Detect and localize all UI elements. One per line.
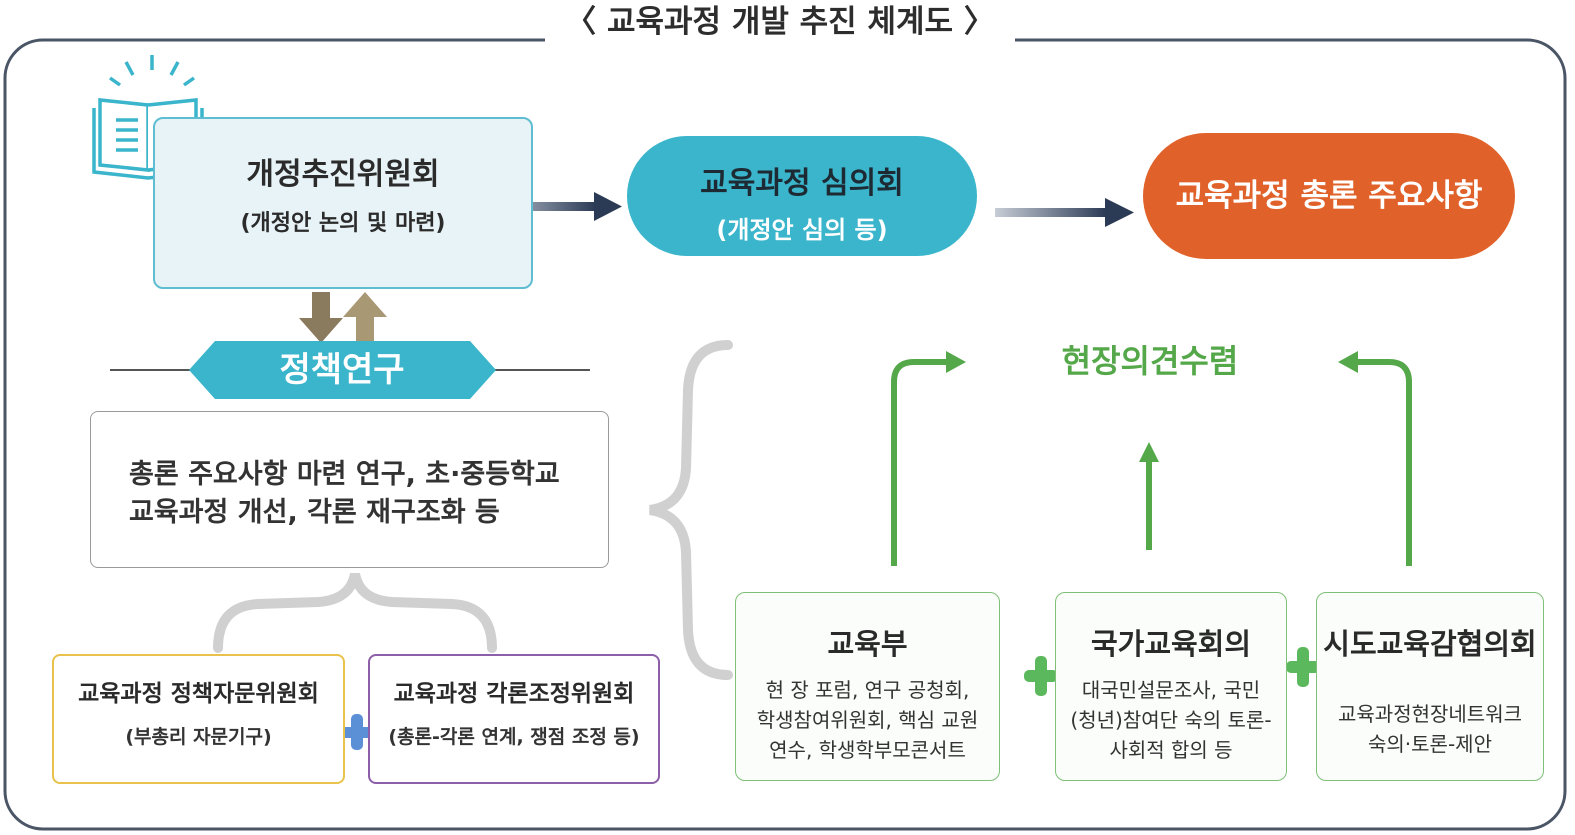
arrow-right-icon xyxy=(486,192,622,221)
arrow-down-icon xyxy=(299,292,343,343)
curriculum-council-pill: 교육과정 심의회 (개정안 심의 등) xyxy=(627,136,977,256)
arrow-up-icon xyxy=(343,292,387,343)
plus-icon xyxy=(1286,647,1320,687)
council-name: 교육과정 심의회 xyxy=(700,166,904,201)
brace-icon xyxy=(213,572,497,653)
advisory-name: 교육과정 정책자문위원회 xyxy=(78,681,319,707)
superintendents-council-box: 시도교육감협의회 교육과정현장네트워크 숙의·토론-제안 xyxy=(1316,592,1544,781)
plus-icon xyxy=(338,714,376,750)
subject-coordination-committee-box: 교육과정 각론조정위원회 (총론-각론 연계, 쟁점 조정 등) xyxy=(368,654,660,784)
national-education-council-box: 국가교육회의 대국민설문조사, 국민 (청년)참여단 숙의 토론- 사회적 합의… xyxy=(1055,592,1287,781)
curriculum-summary-pill: 교육과정 총론 주요사항 xyxy=(1143,133,1515,259)
source-name: 국가교육회의 xyxy=(1090,627,1252,661)
field-opinion-label: 현장의견수렴 xyxy=(1061,342,1239,380)
policy-research-box: 총론 주요사항 마련 연구, 초·중등학교 교육과정 개선, 각론 재구조화 등 xyxy=(90,411,609,568)
source-line: 사회적 합의 등 xyxy=(1109,738,1233,762)
ministry-of-education-box: 교육부 현 장 포럼, 연구 공청회, 학생참여위원회, 핵심 교원 연수, 학… xyxy=(735,592,1000,781)
committee-name: 개정추진위원회 xyxy=(246,157,440,192)
source-name: 교육부 xyxy=(827,627,908,661)
council-desc: (개정안 심의 등) xyxy=(716,216,888,244)
arrow-up-icon xyxy=(891,359,950,566)
arrow-right-icon xyxy=(946,351,966,373)
arrow-left-icon xyxy=(1338,351,1358,373)
source-line: 연수, 학생학부모콘서트 xyxy=(769,738,966,762)
policy-banner-shape xyxy=(189,341,496,399)
source-line: 대국민설문조사, 국민 xyxy=(1081,678,1261,702)
coordination-desc: (총론-각론 연계, 쟁점 조정 등) xyxy=(388,726,640,748)
source-line: 숙의·토론-제안 xyxy=(1368,732,1492,756)
research-line: 총론 주요사항 마련 연구, 초·중등학교 xyxy=(129,459,560,490)
diagram-title: 〈 교육과정 개발 추진 체계도 〉 xyxy=(545,0,1015,44)
policy-research-label: 정책연구 xyxy=(279,350,405,390)
source-line: 현 장 포럼, 연구 공청회, xyxy=(765,678,970,702)
arrow-right-icon xyxy=(995,198,1134,227)
committee-desc: (개정안 논의 및 마련) xyxy=(240,211,446,236)
source-name: 시도교육감협의회 xyxy=(1323,627,1537,661)
arrow-up-icon xyxy=(1354,359,1412,566)
arrow-up-icon xyxy=(1139,442,1159,550)
coordination-name: 교육과정 각론조정위원회 xyxy=(393,681,635,707)
plus-icon xyxy=(1024,656,1058,696)
source-line: 교육과정현장네트워크 xyxy=(1338,702,1522,726)
revision-committee-box: 개정추진위원회 (개정안 논의 및 마련) xyxy=(153,117,533,289)
research-line: 교육과정 개선, 각론 재구조화 등 xyxy=(129,497,500,528)
source-line: 학생참여위원회, 핵심 교원 xyxy=(756,708,979,732)
source-line: (청년)참여단 숙의 토론- xyxy=(1070,708,1272,732)
brace-icon xyxy=(649,340,733,680)
policy-advisory-committee-box: 교육과정 정책자문위원회 (부총리 자문기구) xyxy=(52,654,345,784)
advisory-desc: (부총리 자문기구) xyxy=(125,726,272,748)
